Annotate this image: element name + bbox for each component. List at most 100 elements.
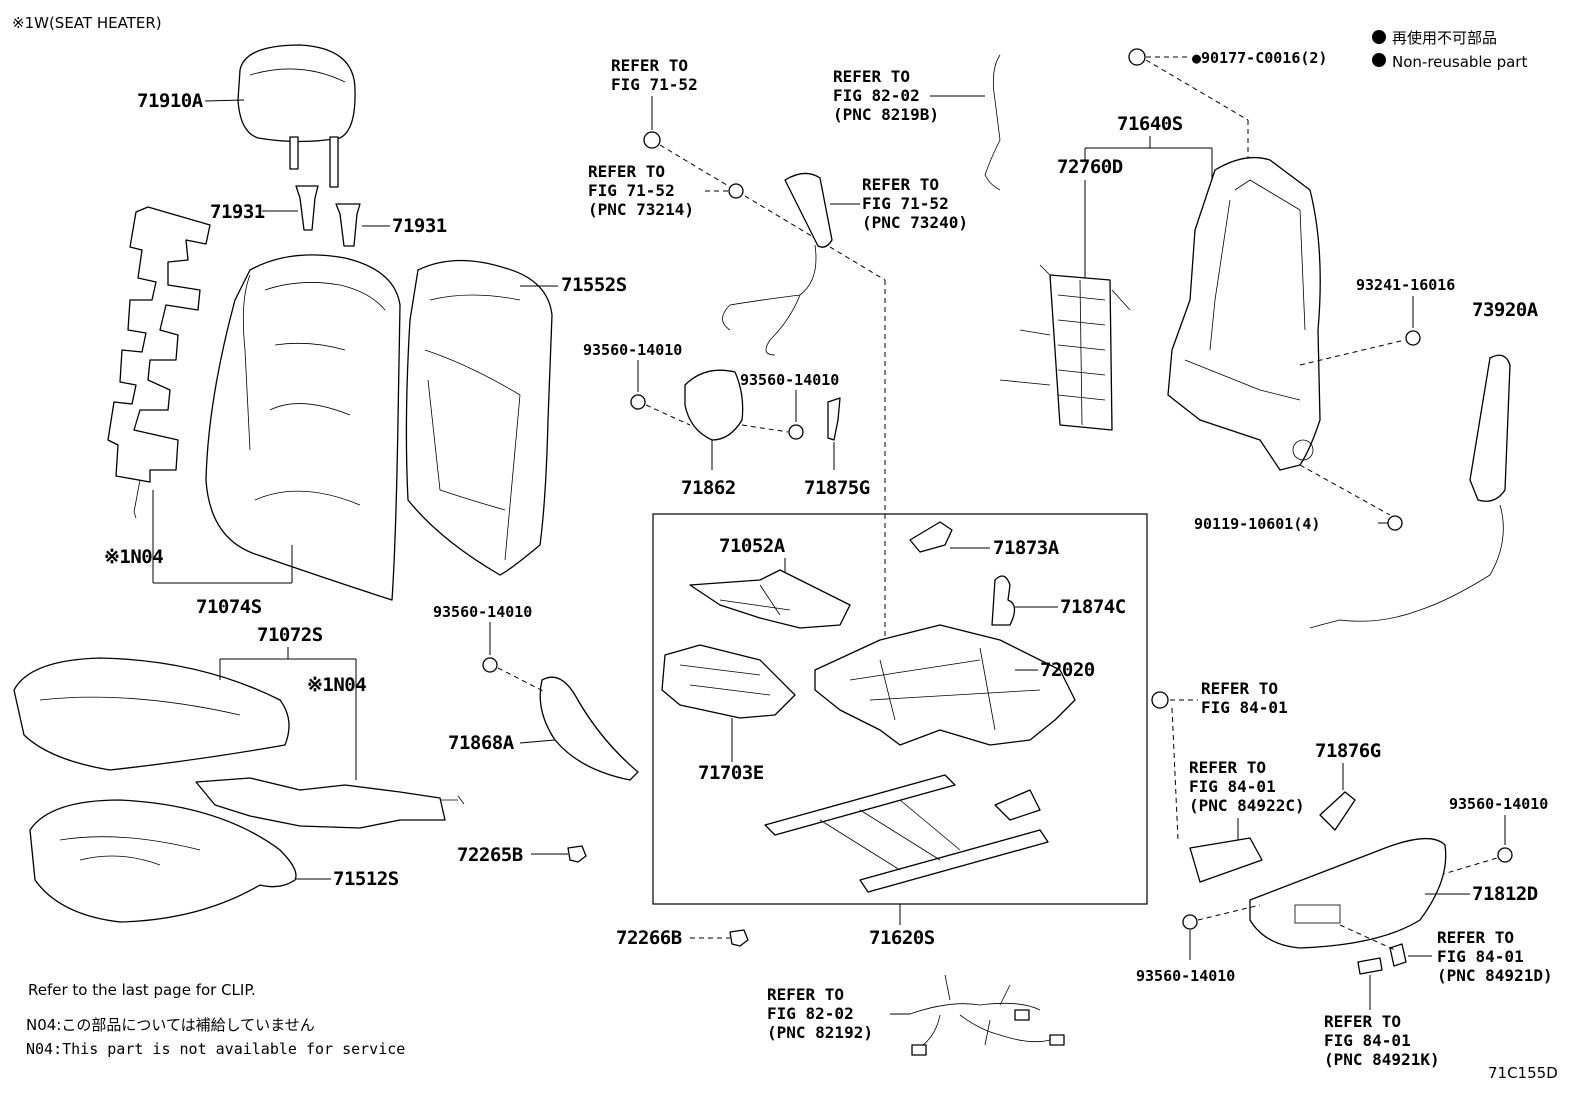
svg-text:(PNC 73240): (PNC 73240) [862, 213, 968, 232]
label-71931-a: 71931 [210, 201, 265, 223]
label-71868a: 71868A [448, 732, 515, 754]
knob-84921d-shape [1389, 943, 1407, 967]
svg-text:REFER TO: REFER TO [1437, 928, 1514, 947]
label-90119: 90119-10601(4) [1194, 515, 1320, 533]
seatback-pad-shape [405, 259, 553, 576]
seat-heater-note: ※1W(SEAT HEATER) [12, 14, 162, 32]
label-93560-e: 93560-14010 [1136, 967, 1235, 985]
label-71876g: 71876G [1315, 740, 1381, 762]
side-cover-71812d-shape [1249, 837, 1447, 949]
svg-text:FIG 71-52: FIG 71-52 [588, 181, 675, 200]
svg-text:FIG 84-01: FIG 84-01 [1437, 947, 1524, 966]
clip-icon [1151, 691, 1169, 709]
svg-text:REFER TO: REFER TO [1324, 1012, 1401, 1031]
svg-text:FIG 82-02: FIG 82-02 [833, 86, 920, 105]
label-71910a: 71910A [137, 90, 204, 112]
bolt-icon [788, 424, 804, 440]
cushion-frame-71703e-shape [661, 644, 796, 719]
switch-84922c-shape [1189, 837, 1263, 883]
n04-note-jp: N04:この部品については補給していません [26, 1016, 315, 1034]
label-71703e: 71703E [698, 762, 764, 784]
bolt-icon [630, 394, 646, 410]
legend-en: Non-reusable part [1392, 53, 1527, 71]
svg-text:(PNC 84921K): (PNC 84921K) [1324, 1050, 1440, 1069]
label-90177: ●90177-C0016(2) [1192, 49, 1327, 67]
svg-text:(PNC 82192): (PNC 82192) [767, 1023, 873, 1042]
bracket-71874c-shape [991, 575, 1016, 626]
knob-84921k-shape [1357, 957, 1383, 975]
nut-icon [1128, 48, 1146, 66]
clip-72266b-shape [729, 929, 749, 947]
svg-text:FIG 71-52: FIG 71-52 [611, 75, 698, 94]
label-71072s: 71072S [257, 624, 323, 646]
ref-block-6: REFER TO FIG 84-01 (PNC 84922C) [1189, 758, 1305, 815]
n04-note-en: N04:This part is not available for servi… [26, 1040, 405, 1058]
harness-82192-shape [909, 974, 1051, 1051]
ref-block-9: REFER TO FIG 82-02 (PNC 82192) [767, 985, 873, 1042]
ref-block-1: REFER TO FIG 71-52 [611, 56, 698, 94]
label-72265b: 72265B [457, 844, 523, 866]
headrest-guide-shape [295, 185, 361, 247]
svg-text:REFER TO: REFER TO [767, 985, 844, 1004]
bracket-71052a-shape [689, 569, 851, 629]
label-n04-a: ※1N04 [104, 546, 163, 568]
svg-text:REFER TO: REFER TO [611, 56, 688, 75]
svg-text:(PNC 8219B): (PNC 8219B) [833, 105, 939, 124]
label-71512s: 71512S [333, 868, 399, 890]
lumbar-spring-shape [999, 264, 1131, 431]
label-71620s: 71620S [869, 927, 935, 949]
svg-text:FIG 84-01: FIG 84-01 [1189, 777, 1276, 796]
label-71874c: 71874C [1060, 596, 1126, 618]
cushion-pad-shape [29, 799, 297, 923]
bolt-icon [482, 657, 498, 673]
label-71074s: 71074S [196, 596, 262, 618]
svg-text:FIG 84-01: FIG 84-01 [1324, 1031, 1411, 1050]
label-71931-b: 71931 [392, 215, 447, 237]
washer-icon [728, 183, 744, 199]
back-heater-pad-shape [107, 206, 211, 519]
svg-text:REFER TO: REFER TO [833, 67, 910, 86]
svg-text:REFER TO: REFER TO [588, 162, 665, 181]
label-93560-a: 93560-14010 [433, 603, 532, 621]
svg-text:(PNC 73214): (PNC 73214) [588, 200, 694, 219]
ref-block-7: REFER TO FIG 84-01 (PNC 84921D) [1437, 928, 1553, 985]
seatback-cover-shape [205, 254, 401, 601]
label-72020: 72020 [1040, 659, 1095, 681]
cushion-cover-shape [13, 657, 290, 771]
label-73920a: 73920A [1472, 299, 1539, 321]
ref-block-5: REFER TO FIG 84-01 [1201, 679, 1288, 717]
figure-code: 71C155D [1488, 1064, 1558, 1082]
seatback-frame-shape [1167, 156, 1321, 471]
label-72760d: 72760D [1057, 156, 1123, 178]
label-n04-b: ※1N04 [307, 674, 366, 696]
bolt-icon [1387, 515, 1403, 531]
bracket-71873a-shape [909, 521, 953, 553]
ref-block-2: REFER TO FIG 71-52 (PNC 73214) [588, 162, 694, 219]
ref-block-8: REFER TO FIG 84-01 (PNC 84921K) [1324, 1012, 1440, 1069]
label-93560-b: 93560-14010 [583, 341, 682, 359]
recliner-lever-shape [722, 172, 833, 356]
svg-text:FIG 82-02: FIG 82-02 [767, 1004, 854, 1023]
nut-icon [643, 131, 661, 149]
svg-text:(PNC 84921D): (PNC 84921D) [1437, 966, 1553, 985]
ref-block-4: REFER TO FIG 82-02 (PNC 8219B) [833, 67, 939, 124]
label-71052a: 71052A [719, 535, 786, 557]
svg-text:FIG 84-01: FIG 84-01 [1201, 698, 1288, 717]
label-71552s: 71552S [561, 274, 627, 296]
label-71812d: 71812D [1472, 883, 1538, 905]
svg-text:(PNC 84922C): (PNC 84922C) [1189, 796, 1305, 815]
label-71640s: 71640S [1117, 113, 1183, 135]
label-93241: 93241-16016 [1356, 276, 1455, 294]
label-72266b: 72266B [616, 927, 682, 949]
legend-jp: 再使用不可部品 [1392, 29, 1497, 47]
bracket-71875g-shape [827, 397, 841, 441]
harness-8219b-shape [984, 54, 1001, 191]
label-71875g: 71875G [804, 477, 870, 499]
ref-block-3: REFER TO FIG 71-52 (PNC 73240) [862, 175, 968, 232]
bolt-icon [1182, 914, 1198, 930]
svg-text:REFER TO: REFER TO [1189, 758, 1266, 777]
label-71873a: 71873A [993, 537, 1060, 559]
bracket-71876g-shape [1319, 791, 1356, 831]
seat-track-shape [764, 774, 1049, 893]
svg-text:REFER TO: REFER TO [862, 175, 939, 194]
